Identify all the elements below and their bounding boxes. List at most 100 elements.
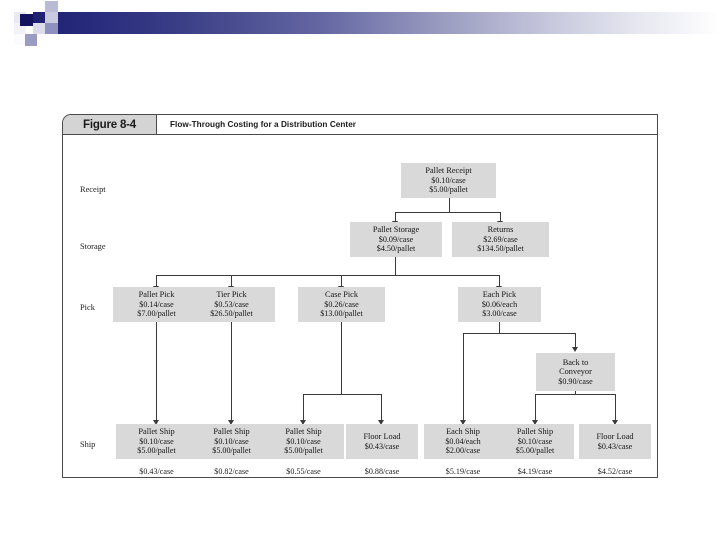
connector-case-pick-down xyxy=(341,320,342,395)
node-line1: $0.10/case xyxy=(286,436,321,446)
node-tier-pick[interactable]: Tier Pick $0.53/case $26.50/pallet xyxy=(188,287,275,322)
node-title: Each Ship xyxy=(446,427,480,437)
connector-to-pallet-pick xyxy=(156,275,157,287)
node-case-pick[interactable]: Case Pick $0.26/case $13.00/pallet xyxy=(298,287,385,322)
node-line2: $5.00/pallet xyxy=(284,446,323,456)
connector-to-each-ship xyxy=(463,333,464,421)
arrow-to-ship7 xyxy=(612,420,618,425)
arrow-to-ship3 xyxy=(300,420,306,425)
node-title: Pallet Ship xyxy=(516,427,554,437)
figure-title: Flow-Through Costing for a Distribution … xyxy=(157,115,657,134)
banner-square xyxy=(45,23,58,34)
banner-square xyxy=(33,23,45,34)
total-2: $0.82/case xyxy=(214,467,249,476)
node-pallet-storage[interactable]: Pallet Storage $0.09/case $4.50/pallet xyxy=(350,222,442,257)
node-line2: $0.90/case xyxy=(558,376,593,386)
connector-tier-pick-down xyxy=(231,320,232,421)
node-line1: $0.10/case xyxy=(214,436,249,446)
node-title: Pallet Ship xyxy=(213,427,250,437)
node-ship-1[interactable]: Pallet Ship $0.10/case $5.00/pallet xyxy=(116,424,197,459)
connector-pick-split xyxy=(156,275,500,276)
node-each-pick[interactable]: Each Pick $0.06/each $3.00/case xyxy=(458,287,541,322)
connector-conveyor-down xyxy=(575,389,576,395)
node-title: Floor Load xyxy=(596,431,634,441)
connector-to-tier-pick xyxy=(231,275,232,287)
banner-gradient-bar xyxy=(33,12,720,34)
connector-to-pallet-storage xyxy=(395,212,396,222)
node-title: Back to xyxy=(562,357,589,367)
node-line2: $2.00/case xyxy=(445,446,481,456)
connector-receipt-down xyxy=(449,197,450,213)
connector-each-pick-split xyxy=(463,333,575,334)
connector-receipt-split xyxy=(395,212,501,213)
node-pallet-pick[interactable]: Pallet Pick $0.14/case $7.00/pallet xyxy=(113,287,200,322)
total-6: $4.19/case xyxy=(517,467,553,476)
connector-to-each-pick xyxy=(499,275,500,287)
banner-square xyxy=(20,14,33,26)
node-ship-3[interactable]: Pallet Ship $0.10/case $5.00/pallet xyxy=(263,424,344,459)
node-ship-5[interactable]: Each Ship $0.04/each $2.00/case xyxy=(424,424,502,459)
connector-to-ship6 xyxy=(535,394,536,421)
arrow-to-each-ship xyxy=(460,420,466,425)
node-title: Case Pick xyxy=(325,290,358,300)
node-line1: $0.53/case xyxy=(214,299,249,309)
node-ship-6[interactable]: Pallet Ship $0.10/case $5.00/pallet xyxy=(496,424,574,459)
node-line2: $5.00/pallet xyxy=(429,185,468,195)
connector-conveyor-split xyxy=(535,394,615,395)
node-returns[interactable]: Returns $2.69/case $134.50/pallet xyxy=(452,222,549,257)
row-label-storage: Storage xyxy=(80,242,106,251)
diagram-canvas: Receipt Storage Pick Ship xyxy=(63,135,659,477)
node-title: Floor Load xyxy=(363,431,401,441)
node-line2: $13.00/pallet xyxy=(320,309,363,319)
node-line2: $26.50/pallet xyxy=(210,309,253,319)
node-line1: $0.10/case xyxy=(431,175,466,185)
node-line2: $5.00/pallet xyxy=(137,446,176,456)
arrow-to-conveyor xyxy=(572,347,578,352)
connector-to-ship7 xyxy=(615,394,616,421)
banner-square xyxy=(45,12,58,23)
banner-square xyxy=(14,34,26,45)
banner-square xyxy=(33,1,45,12)
connector-case-pick-split xyxy=(303,394,381,395)
node-ship-7[interactable]: Floor Load $0.43/case xyxy=(579,424,651,459)
figure-number: Figure 8-4 xyxy=(63,115,157,134)
node-back-to-conveyor[interactable]: Back to Conveyor $0.90/case xyxy=(536,353,615,391)
node-line1: $0.04/each xyxy=(445,436,481,446)
node-line1: Conveyor xyxy=(559,367,592,377)
node-line2: $3.00/case xyxy=(482,309,517,319)
node-line1: $0.43/case xyxy=(597,441,633,451)
connector-pallet-pick-down xyxy=(156,320,157,421)
node-title: Returns xyxy=(487,225,514,235)
node-title: Pallet Pick xyxy=(138,290,175,300)
node-line1: $0.43/case xyxy=(364,441,400,451)
banner-square xyxy=(45,1,58,12)
node-title: Each Pick xyxy=(482,290,517,300)
node-title: Pallet Storage xyxy=(372,225,420,235)
node-line1: $0.09/case xyxy=(378,234,414,244)
total-7: $4.52/case xyxy=(597,467,633,476)
node-line2: $7.00/pallet xyxy=(137,309,176,319)
connector-to-conveyor xyxy=(575,333,576,348)
total-5: $5.19/case xyxy=(445,467,481,476)
figure-frame: Figure 8-4 Flow-Through Costing for a Di… xyxy=(62,114,658,478)
total-4: $0.88/case xyxy=(364,467,400,476)
figure-header: Figure 8-4 Flow-Through Costing for a Di… xyxy=(63,115,657,135)
row-label-ship: Ship xyxy=(80,440,96,449)
node-ship-2[interactable]: Pallet Ship $0.10/case $5.00/pallet xyxy=(191,424,272,459)
arrow-to-ship1 xyxy=(153,420,159,425)
connector-to-returns xyxy=(500,212,501,222)
node-line2: $5.00/pallet xyxy=(515,446,555,456)
node-line2: $5.00/pallet xyxy=(212,446,251,456)
node-title: Pallet Receipt xyxy=(425,166,472,176)
node-line1: $0.14/case xyxy=(139,299,174,309)
node-line2: $4.50/pallet xyxy=(376,244,416,254)
connector-to-ship3 xyxy=(303,394,304,421)
node-ship-4[interactable]: Floor Load $0.43/case xyxy=(346,424,418,459)
node-line1: $2.69/case xyxy=(483,234,518,244)
connector-storage-down xyxy=(395,255,396,276)
arrow-to-ship4 xyxy=(378,420,384,425)
node-pallet-receipt[interactable]: Pallet Receipt $0.10/case $5.00/pallet xyxy=(401,163,496,198)
banner-square xyxy=(14,23,26,34)
node-title: Pallet Ship xyxy=(138,427,175,437)
